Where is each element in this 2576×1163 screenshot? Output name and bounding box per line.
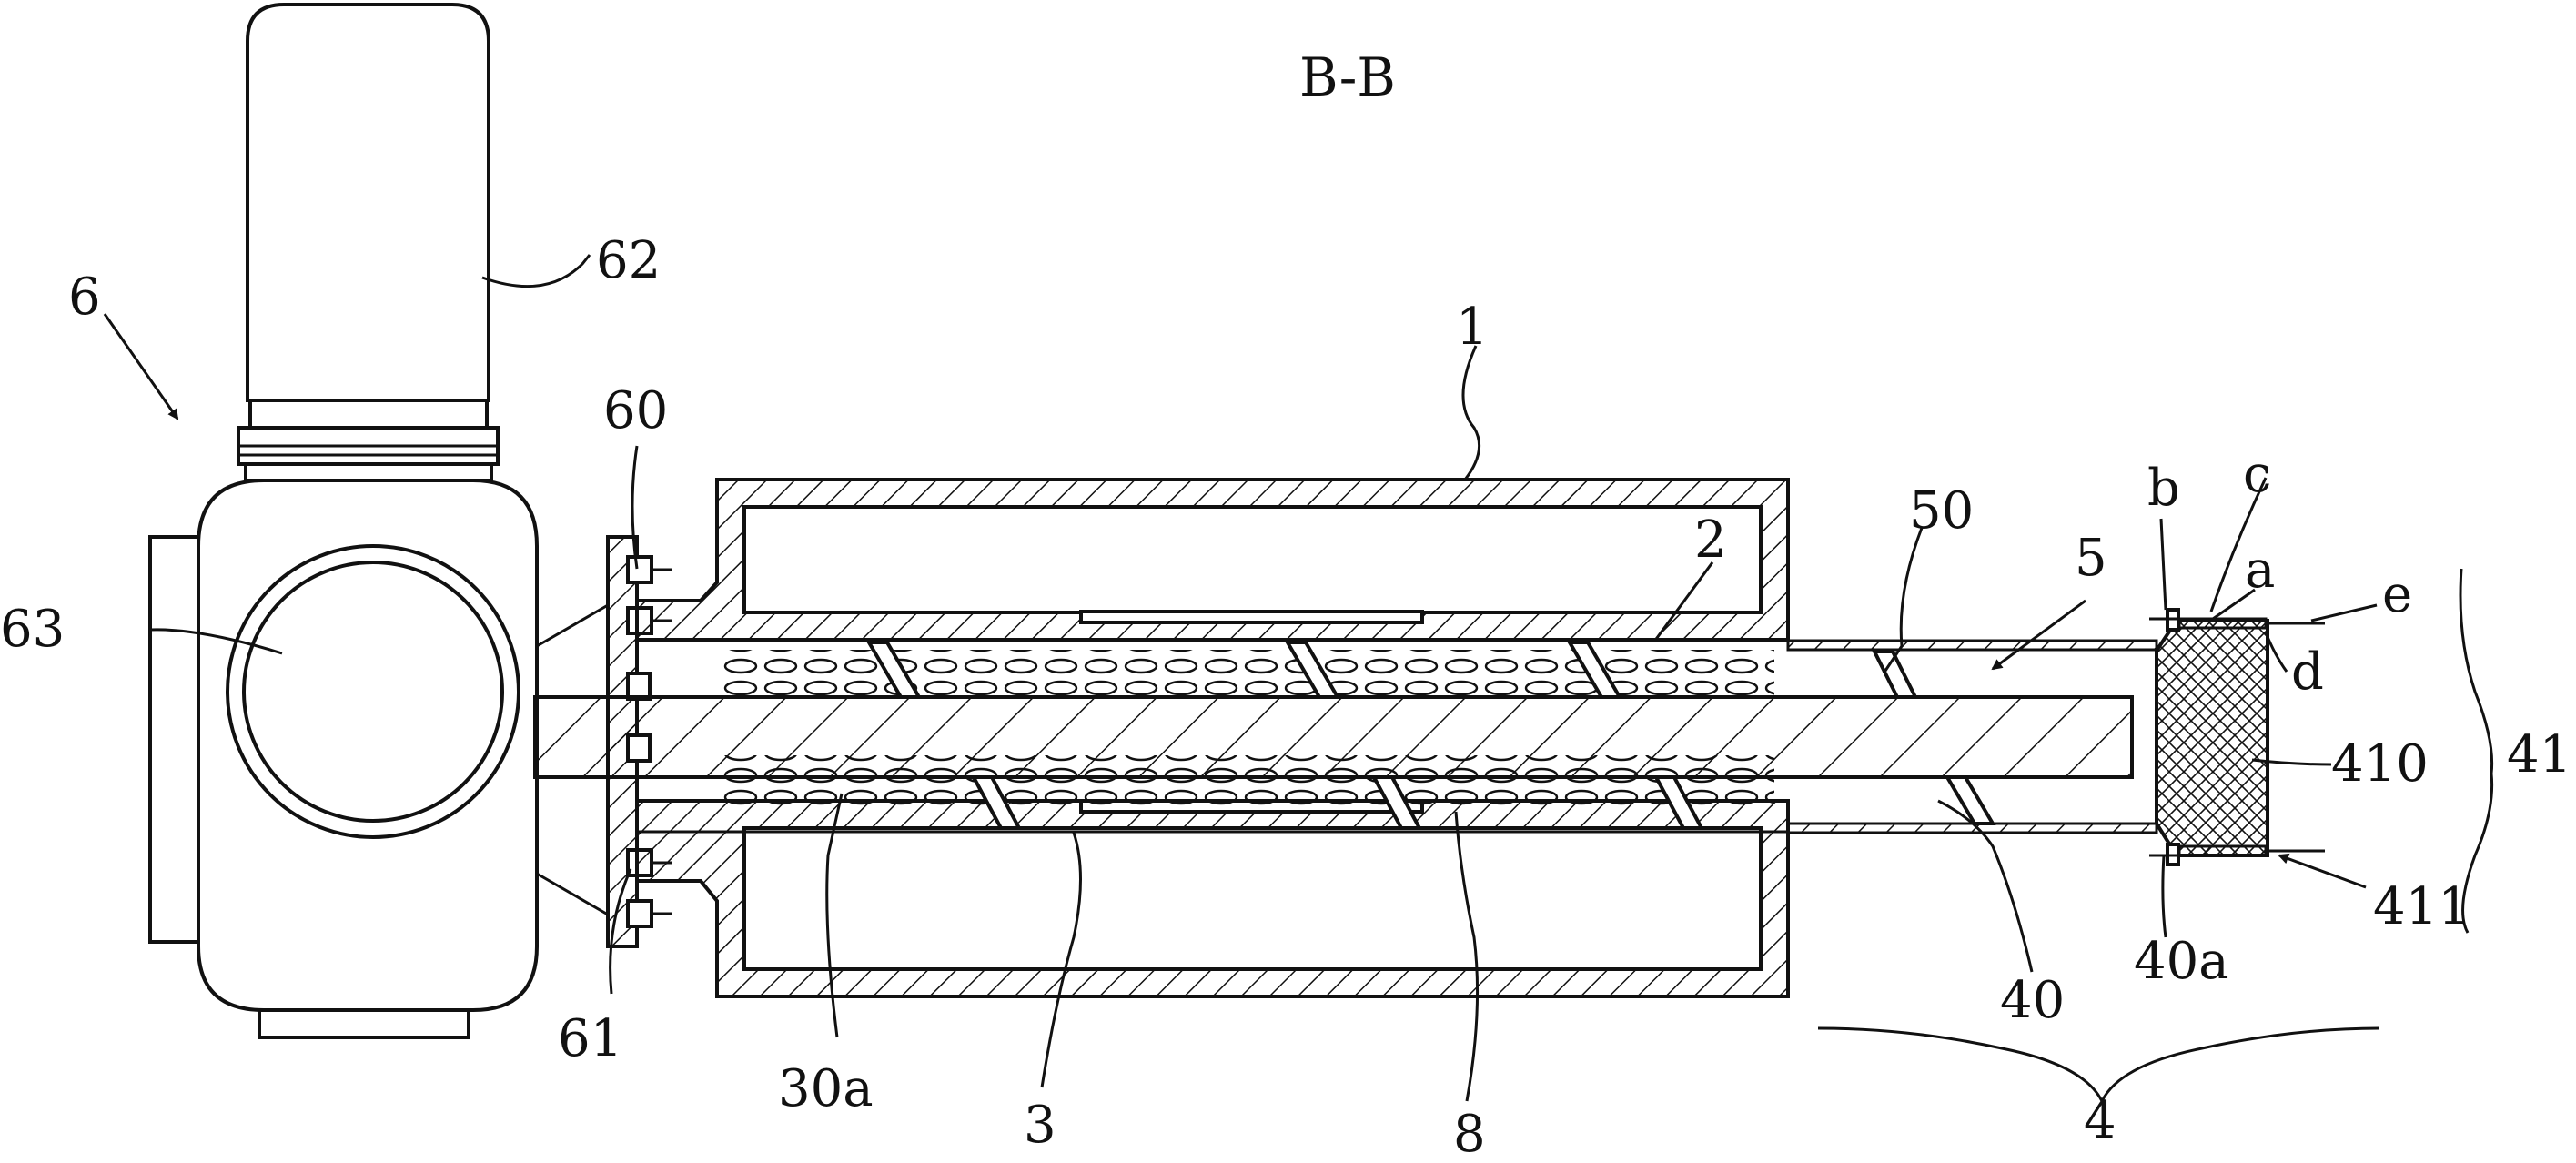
label-40a: 40a bbox=[2134, 932, 2229, 991]
motor-assembly bbox=[148, 3, 672, 1039]
gearbox-outer-ring bbox=[226, 544, 520, 839]
leaders bbox=[103, 254, 2494, 1105]
label-8: 8 bbox=[1453, 1105, 1486, 1163]
die-head bbox=[2149, 608, 2325, 866]
label-1: 1 bbox=[1456, 298, 1489, 357]
view-title: B-B bbox=[1299, 46, 1396, 108]
label-411: 411 bbox=[2373, 877, 2470, 936]
label-b: b bbox=[2147, 459, 2180, 518]
gearbox-foot bbox=[258, 1008, 470, 1039]
tube-top-wall bbox=[1786, 639, 2158, 652]
label-2: 2 bbox=[1694, 511, 1727, 570]
label-6: 6 bbox=[68, 268, 101, 327]
housing-wall bbox=[635, 478, 1790, 998]
label-4: 4 bbox=[2084, 1091, 2116, 1150]
label-d: d bbox=[2291, 642, 2324, 702]
label-61: 61 bbox=[558, 1009, 622, 1068]
screw-flights bbox=[865, 641, 1996, 830]
label-a: a bbox=[2245, 541, 2275, 600]
label-41: 41 bbox=[2507, 725, 2571, 784]
label-c: c bbox=[2243, 445, 2271, 504]
die-block bbox=[2155, 619, 2269, 857]
label-60: 60 bbox=[603, 381, 668, 440]
heater-strip-top bbox=[1079, 610, 1424, 624]
label-5: 5 bbox=[2075, 529, 2107, 588]
gearbox-inner-ring bbox=[242, 561, 504, 823]
screw-shaft bbox=[533, 695, 2134, 779]
brace-41 bbox=[2459, 568, 2494, 934]
die-top-plate bbox=[2177, 617, 2268, 630]
label-50: 50 bbox=[1909, 481, 1974, 541]
label-63: 63 bbox=[0, 600, 65, 659]
screw-tube bbox=[533, 639, 2158, 834]
label-40: 40 bbox=[2000, 971, 2065, 1030]
part-labels: 62 6 60 63 61 1 2 50 5 b c a e d 410 41 … bbox=[0, 231, 2571, 1163]
motor-flange bbox=[244, 462, 493, 482]
motor-body bbox=[246, 3, 490, 402]
label-e: e bbox=[2382, 565, 2412, 624]
label-3: 3 bbox=[1024, 1096, 1056, 1155]
label-410: 410 bbox=[2331, 734, 2429, 794]
die-bottom-plate bbox=[2177, 844, 2268, 857]
label-62: 62 bbox=[596, 231, 661, 290]
gearbox-body bbox=[197, 479, 539, 1012]
motor-neck bbox=[248, 399, 489, 430]
label-30a: 30a bbox=[778, 1059, 874, 1118]
brace-4 bbox=[1817, 1026, 2380, 1105]
